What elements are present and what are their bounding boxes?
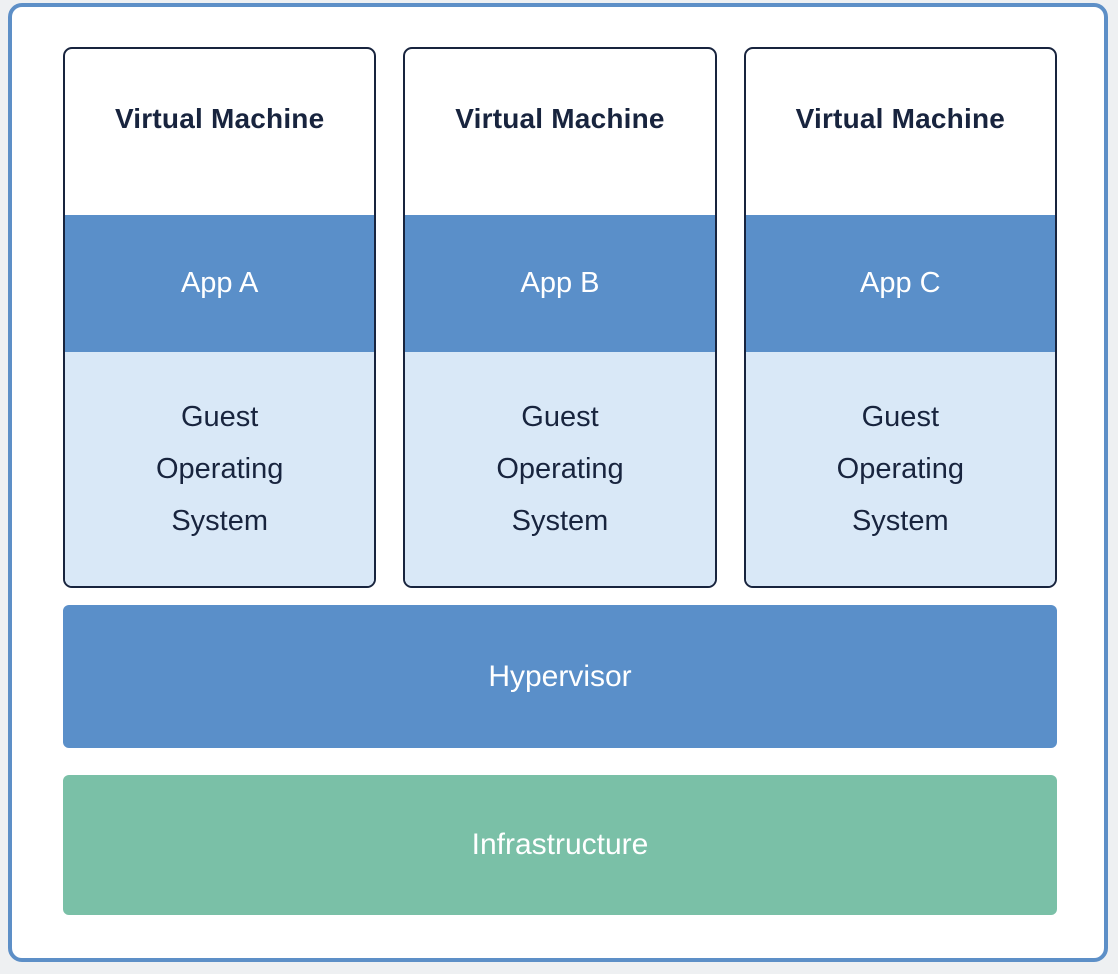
vm-box-2: Virtual Machine App B Guest Operating Sy… [403, 47, 717, 588]
vm-title: Virtual Machine [114, 103, 325, 134]
infrastructure-label: Infrastructure [471, 828, 649, 861]
infrastructure-band: Infrastructure [63, 775, 1057, 915]
vm-box-3: Virtual Machine App C Guest Operating Sy… [743, 47, 1057, 588]
vm-row: Virtual Machine App A Guest Operating Sy… [63, 47, 1057, 588]
app-band: App C [745, 215, 1055, 352]
hypervisor-band: Hypervisor [63, 605, 1057, 748]
guest-os-band: Guest Operating System [745, 352, 1055, 586]
guest-os-label: Guest Operating System [155, 401, 284, 537]
app-label: App B [520, 267, 600, 299]
guest-os-band: Guest Operating System [405, 352, 715, 586]
app-band: App A [65, 215, 375, 352]
vm-box-1: Virtual Machine App A Guest Operating Sy… [63, 47, 377, 588]
guest-os-label: Guest Operating System [496, 401, 624, 537]
app-label: App A [180, 267, 259, 299]
virtualization-diagram: Virtual Machine App A Guest Operating Sy… [8, 3, 1108, 962]
app-band: App B [405, 215, 715, 352]
vm-title: Virtual Machine [455, 103, 665, 134]
guest-os-band: Guest Operating System [65, 352, 375, 586]
vm-title: Virtual Machine [795, 103, 1006, 134]
guest-os-label: Guest Operating System [836, 401, 964, 537]
app-label: App C [860, 267, 941, 299]
hypervisor-label: Hypervisor [488, 659, 632, 693]
